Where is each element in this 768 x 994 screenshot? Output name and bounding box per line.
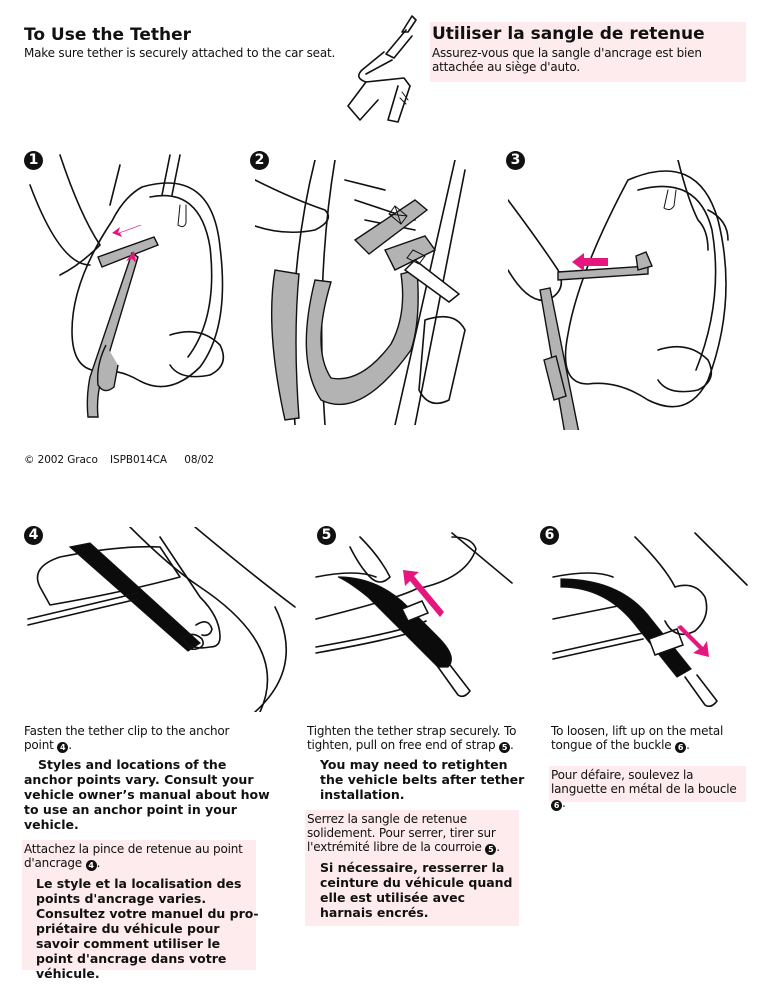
step-ref-4-icon: 4 <box>85 860 97 871</box>
step-ref-6-icon: 6 <box>675 742 687 753</box>
step-4-english-note: Styles and locations of the anchor point… <box>24 757 270 832</box>
step-1-number: 1 <box>24 151 43 170</box>
french-header-box: Utiliser la sangle de retenue Assurez-vo… <box>430 22 746 82</box>
step-6-english-text: To loosen, lift up on the metal tongue o… <box>551 724 724 753</box>
footer-part-number: ISPB014CA <box>110 454 167 466</box>
step-2-illustration <box>255 160 466 425</box>
step-6-french-box: Pour défaire, soulevez la languette en m… <box>549 766 746 811</box>
step-4-number: 4 <box>24 526 43 545</box>
step-5-english-text: Tighten the tether strap securely. To ti… <box>307 724 517 753</box>
step-1-illustration <box>29 154 225 418</box>
tether-strap-illustration <box>347 15 417 123</box>
step-5-english-note: You may need to retighten the vehicle be… <box>320 757 525 802</box>
step-ref-4-icon: 4 <box>57 742 69 753</box>
french-intro: Assurez-vous que la sangle d'ancrage est… <box>432 46 702 74</box>
step-ref-5-icon: 5 <box>499 742 511 753</box>
step-2-number: 2 <box>250 151 269 170</box>
step-4-french-box: Attachez la pince de retenue au point d'… <box>22 840 259 981</box>
step-5-french-note: Si nécessaire, resserrer la ceinture du … <box>320 860 513 920</box>
french-title: Utiliser la sangle de retenue <box>432 24 705 44</box>
step-ref-5-icon: 5 <box>485 844 497 855</box>
step-3-number: 3 <box>506 151 525 170</box>
english-intro: Make sure tether is securely attached to… <box>24 46 336 60</box>
english-title: To Use the Tether <box>24 25 191 45</box>
step-6-number: 6 <box>540 526 559 545</box>
step-3-illustration <box>508 160 729 430</box>
step-4-french-text: Attachez la pince de retenue au point d'… <box>24 842 243 871</box>
footer: © 2002 Graco ISPB014CA 08/02 <box>24 454 214 466</box>
step-6-illustration <box>552 532 748 707</box>
arrow-up-icon <box>124 251 136 285</box>
arrow-down-right-icon <box>677 625 709 657</box>
step-4-french-note: Le style et la localisation des points d… <box>36 876 259 981</box>
footer-copyright: © 2002 Graco <box>24 454 98 466</box>
step-4-illustration <box>27 527 296 712</box>
arrow-left-icon <box>572 253 608 271</box>
step-5-french-text: Serrez la sangle de retenue solidement. … <box>307 812 500 855</box>
arrow-left-icon <box>112 225 142 237</box>
step-5-number: 5 <box>317 526 336 545</box>
step-6-french-text: Pour défaire, soulevez la languette en m… <box>551 768 737 811</box>
step-4-english-text: Fasten the tether clip to the anchor poi… <box>24 724 230 753</box>
step-ref-6-icon: 6 <box>551 800 562 811</box>
step-5-french-box: Serrez la sangle de retenue solidement. … <box>305 810 519 926</box>
arrow-up-icon <box>403 570 444 617</box>
step-5-illustration <box>315 532 513 698</box>
footer-date: 08/02 <box>184 454 215 466</box>
